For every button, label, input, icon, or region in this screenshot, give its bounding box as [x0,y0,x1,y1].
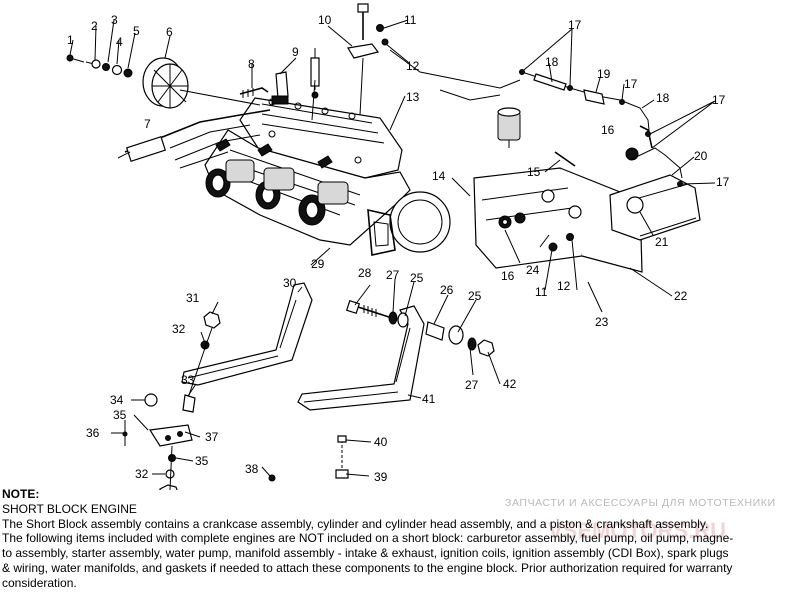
bracket-30 [181,282,313,386]
callout: 17 [624,77,638,91]
callout: 21 [655,235,669,249]
callout: 25 [468,289,482,303]
callout: 15 [527,165,541,179]
callout: 6 [166,25,173,39]
callout: 36 [86,426,100,440]
engine-assembly [117,97,451,256]
callout: 18 [656,91,670,105]
callout: 37 [205,430,219,444]
callout: 17 [568,18,582,32]
callout: 26 [440,283,454,297]
callout: 42 [503,377,517,391]
note-subheading: SHORT BLOCK ENGINE [2,501,137,516]
note-line: The following items included with comple… [2,531,734,546]
callout: 13 [406,90,420,104]
callout: 16 [601,123,615,137]
note-heading: NOTE: [2,487,40,501]
callout: 10 [318,13,332,27]
stud-39-40 [335,435,349,479]
callout: 22 [674,289,688,303]
callout: 38 [245,462,259,476]
watermark-text: ЗАПЧАСТИ И АКСЕССУАРЫ ДЛЯ МОТОТЕХНИКИ [505,497,776,509]
callout: 17 [716,175,730,189]
callout: 23 [595,315,609,329]
callout: 11 [404,13,417,27]
callout: 16 [501,269,515,283]
callout: 11 [535,285,548,299]
exploded-parts-diagram: 1 2 3 4 5 6 7 8 9 10 11 12 13 14 15 16 1… [66,3,730,490]
leader-lines [69,19,716,490]
callout: 19 [597,67,611,81]
note-line: & wiring, water manifolds, and gaskets i… [2,560,733,575]
callout: 32 [135,467,149,481]
callout: 17 [712,93,726,107]
callout: 9 [292,45,299,59]
callout: 2 [91,19,98,33]
callout: 40 [374,435,388,449]
note-line: to assembly, starter assembly, water pum… [2,546,729,561]
callout: 12 [406,59,420,73]
top-bolts [310,3,389,121]
callout: 20 [694,149,708,163]
callout: 39 [374,470,388,484]
note-line: The Short Block assembly contains a cran… [2,516,709,531]
callout: 4 [116,35,123,49]
callout: 5 [133,24,140,38]
callout: 12 [557,279,571,293]
note-line: consideration. [2,575,77,590]
callout: 32 [172,322,186,336]
callout: 18 [545,55,559,69]
fuel-filter-group [66,54,261,109]
callout: 1 [67,33,74,47]
callout: 30 [283,276,297,290]
callout: 28 [358,266,372,280]
callout: 31 [124,488,138,490]
watermark-logo: VSEMOTORS.RU [548,518,727,543]
callout: 29 [311,257,325,271]
callout: 24 [526,263,540,277]
mount-hardware [345,299,495,357]
callout: 34 [110,393,124,407]
left-hardware [122,311,276,490]
callout: 8 [248,57,255,71]
callout-labels: 1 2 3 4 5 6 7 8 9 10 11 12 13 14 15 16 1… [67,13,730,490]
callout: 27 [386,268,400,282]
callout: 3 [111,13,118,27]
callout: 7 [144,117,151,131]
callout: 35 [113,408,127,422]
callout: 35 [195,454,209,468]
note-block: NOTE: SHORT BLOCK ENGINE The Short Block… [2,487,798,591]
callout: 33 [181,373,195,387]
callout: 31 [186,291,200,305]
exhaust-assembly [473,107,701,273]
callout: 41 [422,392,436,406]
callout: 27 [465,378,479,392]
bracket-41 [297,305,425,411]
callout: 25 [410,271,424,285]
callout: 14 [432,169,446,183]
fitting-group [239,71,289,105]
